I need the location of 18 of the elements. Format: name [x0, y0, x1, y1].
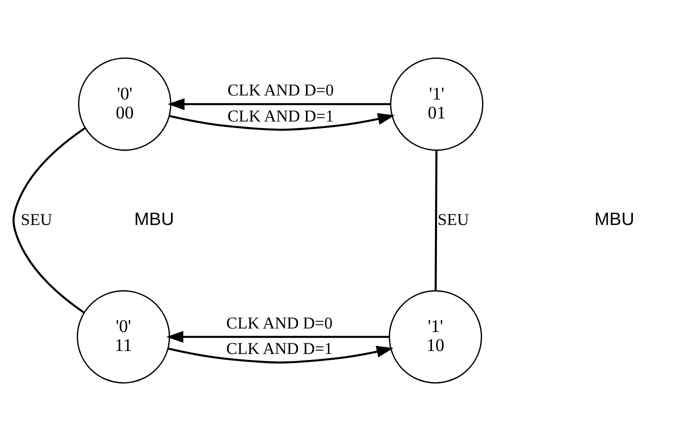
- connector: [434, 150, 438, 290]
- edge-label: CLK AND D=1: [228, 106, 334, 125]
- label: MBU: [594, 208, 634, 229]
- arrow: [169, 112, 395, 130]
- connector: [12, 126, 86, 313]
- edge-label: SEU: [438, 209, 470, 228]
- edge-label: SEU: [20, 209, 52, 228]
- node-circle: '1' 01: [390, 56, 484, 150]
- edge-label: CLK AND D=0: [228, 80, 334, 100]
- arrow: [168, 98, 390, 110]
- node-circle: '0' 11: [76, 290, 170, 384]
- edge-label: CLK AND D=1: [226, 338, 333, 358]
- node-circle: '0' 00: [78, 56, 172, 150]
- arrow: [166, 330, 390, 342]
- label: MBU: [134, 208, 174, 229]
- arrow: [168, 345, 394, 363]
- edge-label: CLK AND D=0: [226, 312, 333, 332]
- node-circle: '1' 10: [388, 290, 482, 384]
